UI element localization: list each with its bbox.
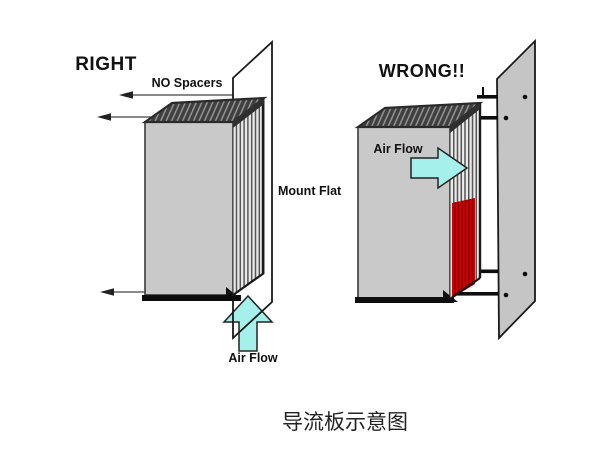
- heatsink-right: [354, 101, 484, 303]
- no-spacers-label: NO Spacers: [152, 76, 223, 90]
- heatsink-left: [141, 96, 268, 301]
- fin-bottom-edge: [449, 277, 481, 300]
- screw-hole: [522, 94, 528, 100]
- heatsink-base-bar: [355, 297, 454, 303]
- exhaust-air-arrow-top: [119, 91, 233, 99]
- spacer-bar: [452, 292, 498, 296]
- fin-top-band: [233, 98, 264, 128]
- fin-bottom-edge: [232, 272, 265, 296]
- fin-top-band: [450, 103, 480, 133]
- mounting-plate-right: [496, 38, 536, 341]
- screw-hole: [503, 292, 509, 298]
- hot-spot-fins: [452, 198, 475, 298]
- screw-hole: [503, 115, 509, 121]
- heatsink-front-face: [144, 121, 234, 296]
- spacer-bar: [477, 95, 498, 99]
- diagram-caption: 导流板示意图: [282, 410, 408, 434]
- heatsink-base-bar: [142, 295, 241, 301]
- right-mounting-diagram: RIGHT NO Spacers Mount Flat Air Flow: [75, 39, 342, 365]
- spacer-bar: [470, 116, 498, 120]
- right-heading: RIGHT: [75, 54, 137, 75]
- air-flow-label-left: Air Flow: [228, 351, 278, 365]
- wrong-mounting-diagram: WRONG!! Air Flow: [354, 38, 536, 341]
- fin-lines: [235, 101, 261, 293]
- screw-hole: [522, 271, 528, 277]
- screw-holes: [503, 94, 528, 298]
- airflow-right-arrow: [410, 146, 469, 190]
- wrong-heading: WRONG!!: [379, 61, 465, 81]
- exhaust-air-arrow-bottom: [100, 288, 147, 296]
- mount-flat-label: Mount Flat: [278, 184, 342, 198]
- air-flow-label-right: Air Flow: [373, 142, 423, 156]
